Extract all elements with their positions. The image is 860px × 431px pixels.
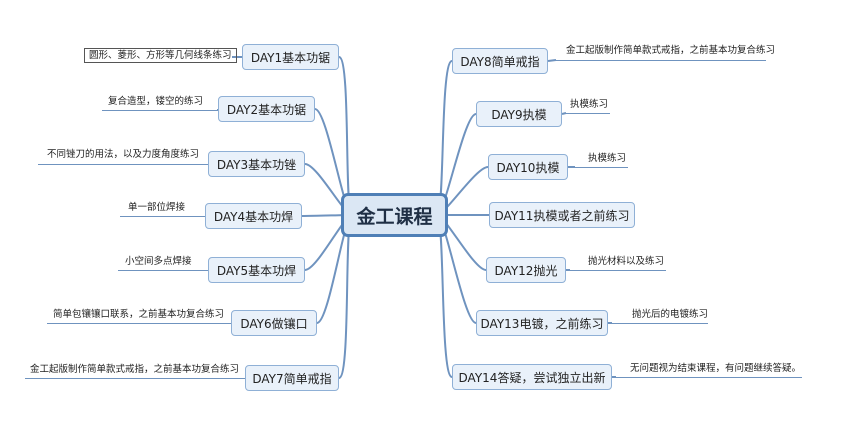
connector-left-7 xyxy=(338,214,353,379)
note-day7: 金工起版制作简单款式戒指，之前基本功复合练习 xyxy=(30,364,240,375)
note-day5: 小空间多点焊接 xyxy=(125,256,192,267)
topic-day10[interactable]: DAY10执模 xyxy=(488,154,568,180)
note-underline xyxy=(568,167,628,168)
note-day10: 执模练习 xyxy=(588,153,627,164)
topic-day2[interactable]: DAY2基本功锯 xyxy=(218,96,315,122)
topic-day6[interactable]: DAY6做镶口 xyxy=(231,310,317,336)
topic-day1[interactable]: DAY1基本功锯 xyxy=(242,44,339,70)
connector-right-8 xyxy=(436,60,453,216)
note-day14: 无问题视为结束课程，有问题继续答疑。 xyxy=(630,363,802,374)
note-underline xyxy=(102,110,218,111)
note-day1: 圆形、菱形、方形等几何线条练习 xyxy=(84,48,237,63)
note-underline xyxy=(608,323,708,324)
note-day2: 复合造型，镂空的练习 xyxy=(108,96,204,107)
topic-day9[interactable]: DAY9执模 xyxy=(476,101,562,127)
note-underline xyxy=(566,270,666,271)
note-day3: 不同锉刀的用法，以及力度角度练习 xyxy=(47,149,200,160)
note-underline xyxy=(38,164,208,165)
note-underline xyxy=(118,270,208,271)
note-day8: 金工起版制作简单款式戒指，之前基本功复合练习 xyxy=(566,45,776,56)
note-day13: 抛光后的电镀练习 xyxy=(632,309,709,320)
central-topic[interactable]: 金工课程 xyxy=(341,193,448,237)
note-underline xyxy=(25,378,245,379)
connector-right-14 xyxy=(436,214,453,378)
topic-day12[interactable]: DAY12抛光 xyxy=(486,257,566,283)
topic-day5[interactable]: DAY5基本功焊 xyxy=(208,257,305,283)
note-underline xyxy=(47,323,231,324)
topic-day8[interactable]: DAY8简单戒指 xyxy=(452,48,548,74)
topic-day13[interactable]: DAY13电镀，之前练习 xyxy=(476,310,608,336)
note-day6: 简单包镶镶口联系，之前基本功复合练习 xyxy=(53,309,225,320)
topic-day14[interactable]: DAY14答疑，尝试独立出新 xyxy=(452,364,612,390)
topic-day7[interactable]: DAY7简单戒指 xyxy=(245,365,339,391)
note-day12: 抛光材料以及练习 xyxy=(588,256,665,267)
topic-day11[interactable]: DAY11执模或者之前练习 xyxy=(489,202,635,228)
note-underline xyxy=(548,60,766,61)
note-underline xyxy=(562,113,610,114)
note-underline xyxy=(612,377,802,378)
topic-day4[interactable]: DAY4基本功焊 xyxy=(205,203,302,229)
topic-day3[interactable]: DAY3基本功锉 xyxy=(208,151,305,177)
connector-left-1 xyxy=(338,56,353,216)
note-day4: 单一部位焊接 xyxy=(128,202,186,213)
note-day9: 执模练习 xyxy=(570,99,609,110)
note-underline xyxy=(120,216,205,217)
